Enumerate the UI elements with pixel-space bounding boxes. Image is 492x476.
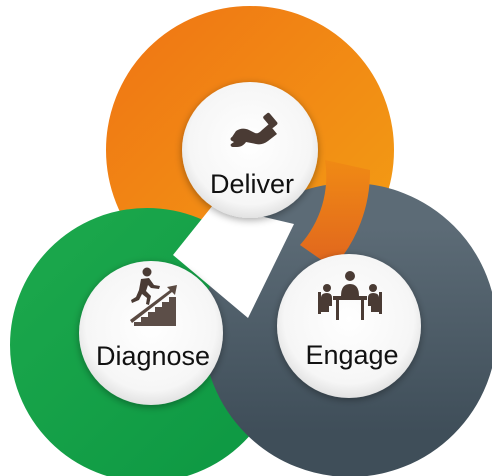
deliver-inner-circle (182, 82, 318, 218)
deliver-overlap (300, 160, 371, 268)
deliver-label: Deliver (210, 169, 294, 199)
diagnose-label: Diagnose (96, 341, 210, 371)
hand-giving-icon (230, 112, 278, 147)
engage-inner-circle (277, 254, 421, 398)
center-triangle (173, 205, 294, 318)
climbing-stairs-icon (130, 267, 177, 326)
engage-label: Engage (305, 340, 398, 370)
meeting-table-icon (318, 271, 382, 320)
diagnose-inner-circle (79, 261, 223, 405)
